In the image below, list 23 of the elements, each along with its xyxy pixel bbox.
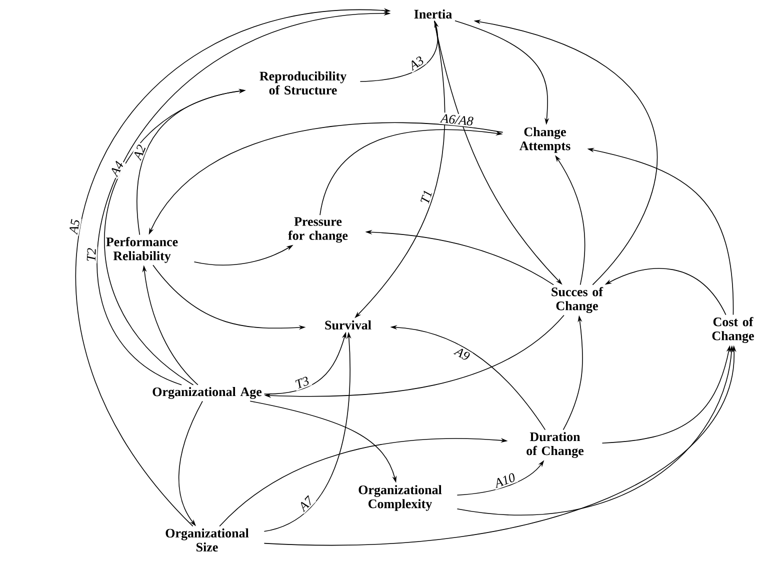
concept-label: Duration of Change xyxy=(526,432,584,458)
edge-label: A5 xyxy=(67,216,82,236)
concept-label: Organizational Complexity xyxy=(358,485,442,511)
edge-label: A9 xyxy=(452,344,473,364)
concept-label: Organizational Size xyxy=(166,528,249,552)
edge-label: A6/A8 xyxy=(438,112,476,128)
concept-label: Change Attempts xyxy=(520,127,570,153)
edge-label: T3 xyxy=(292,374,312,392)
concept-label: Inertia xyxy=(414,9,452,19)
edge-label: A2 xyxy=(130,142,148,162)
edge-label: A4 xyxy=(108,158,126,179)
concept-label: Succes of Change xyxy=(552,286,604,313)
concept-label: Survival xyxy=(325,320,372,330)
concept-label: Reproducibility of Structure xyxy=(260,71,346,95)
concept-label: Organizational Age xyxy=(152,387,262,399)
edge-label: A10 xyxy=(492,470,518,490)
edge-label: A3 xyxy=(406,53,427,73)
edge-label: A7 xyxy=(296,493,316,514)
concept-label: Performance Reliability xyxy=(106,237,178,263)
edge-label: T2 xyxy=(85,246,98,264)
concept-label: Cost of Change xyxy=(712,316,754,343)
edge-label: T1 xyxy=(418,187,434,207)
concept-label: Pressure for change xyxy=(288,217,348,243)
